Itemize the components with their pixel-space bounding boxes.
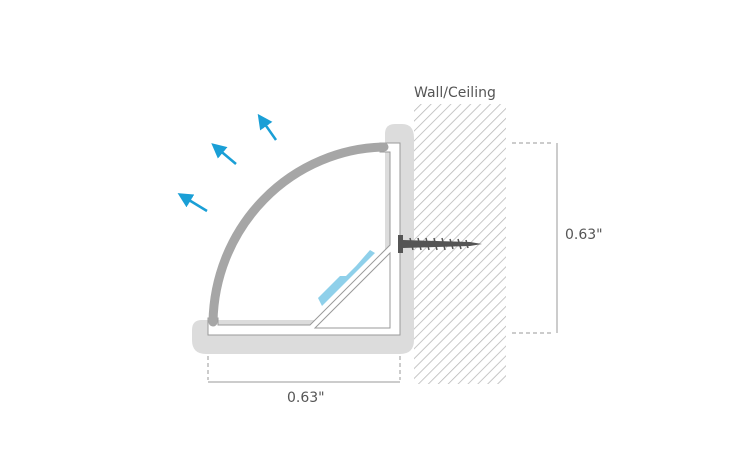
width-dimension-label: 0.63" — [287, 390, 325, 406]
screw-icon — [398, 235, 482, 253]
light-ray-arrow-icon — [211, 143, 237, 165]
light-ray-arrow-icon — [177, 193, 208, 213]
light-ray-arrow-icon — [257, 113, 278, 141]
aluminum-profile — [207, 142, 401, 336]
width-dimension — [207, 356, 401, 383]
diffuser-cover — [208, 142, 389, 327]
light-ray-arrows — [177, 113, 278, 213]
wall-label: Wall/Ceiling — [414, 85, 496, 101]
height-dimension-label: 0.63" — [565, 227, 603, 243]
height-dimension — [512, 142, 558, 334]
